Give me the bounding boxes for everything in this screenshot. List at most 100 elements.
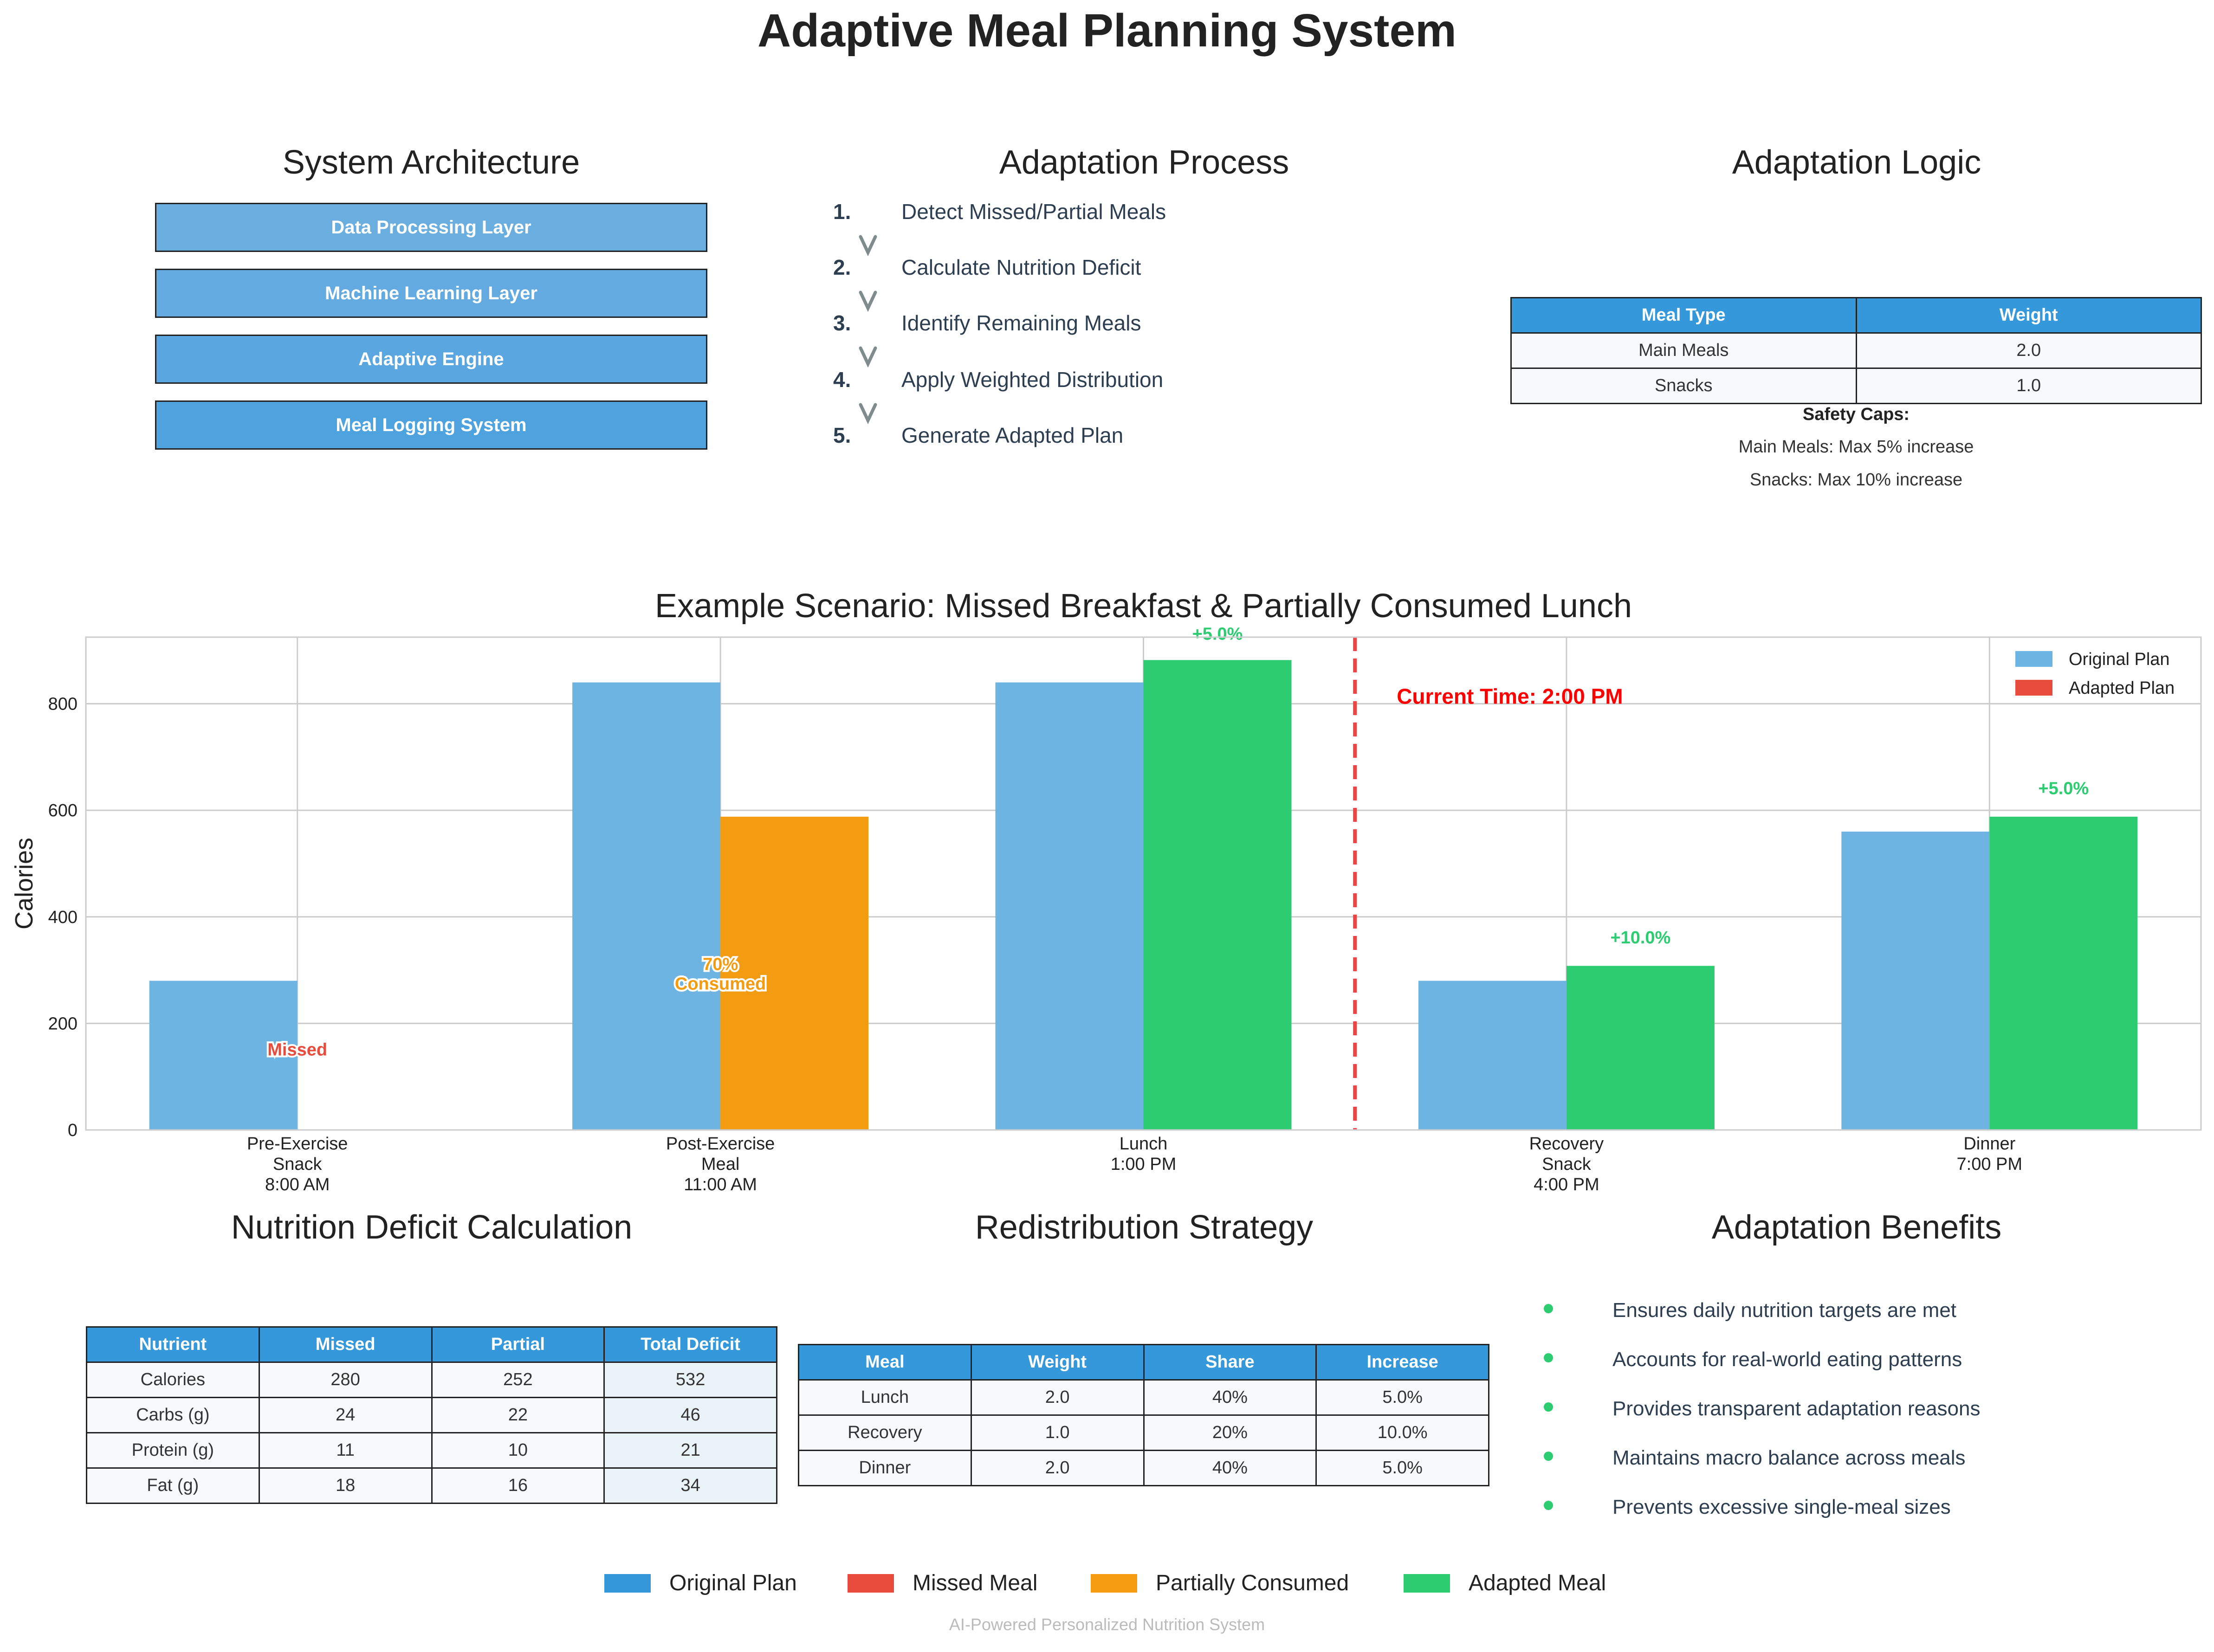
table-header: Meal: [798, 1344, 972, 1381]
table-cell: 22: [431, 1397, 605, 1433]
bar-annotation: 70%Consumed: [675, 955, 766, 994]
table-cell: 5.0%: [1315, 1450, 1489, 1486]
bar-adapted: [720, 816, 869, 1130]
arrow-down-icon: [859, 403, 877, 425]
legend-swatch-partial: [1091, 1574, 1137, 1593]
scenario-bar-chart: Current Time: 2:00 PM Missed 70%Consumed +5…: [10, 587, 2202, 1194]
list-item: Provides transparent adaptation reasons: [1612, 1397, 1981, 1420]
table-cell: 252: [431, 1362, 605, 1398]
chart-annotations: Current Time: 2:00 PM Missed 70%Consumed +5…: [265, 625, 2089, 1130]
bullet-icon: [1544, 1452, 1553, 1461]
chart-axes: Example Scenario: Missed Breakfast & Par…: [10, 587, 2202, 1194]
table-cell: 2.0: [1855, 332, 2202, 369]
arrow-down-icon: [859, 235, 877, 257]
table-cell: 24: [258, 1397, 433, 1433]
bar-original: [149, 981, 298, 1130]
bar-annotation: Missed: [267, 1040, 327, 1059]
bullet-icon: [1544, 1501, 1553, 1510]
bar-annotation: +5.0%: [2038, 779, 2089, 799]
bar-adapted: [1989, 816, 2138, 1130]
table-cell: Recovery: [798, 1414, 972, 1451]
legend-label: Adapted Plan: [2069, 678, 2175, 698]
table-cell: Carbs (g): [86, 1397, 260, 1433]
table-cell: Lunch: [798, 1379, 972, 1416]
y-tick-label: 400: [48, 908, 78, 927]
legend-swatch: [2015, 651, 2052, 667]
list-item: Ensures daily nutrition targets are met: [1612, 1299, 1957, 1322]
table-cell: Main Meals: [1510, 332, 1857, 369]
safety-cap-line: Main Meals: Max 5% increase: [1738, 437, 1974, 457]
deficit-title: Nutrition Deficit Calculation: [231, 1209, 633, 1246]
table-cell: 40%: [1143, 1379, 1317, 1416]
table-header: Weight: [1855, 297, 2202, 334]
table-row: Snacks 1.0: [1510, 368, 2202, 404]
arch-layer-label: Data Processing Layer: [331, 217, 531, 238]
step-number: 5.: [833, 423, 851, 447]
table-cell: 10: [431, 1432, 605, 1469]
y-tick-label: 0: [68, 1121, 78, 1140]
table-row: Protein (g) 11 10 21: [86, 1432, 777, 1469]
table-cell: 10.0%: [1315, 1414, 1489, 1451]
arch-layer-meal-logging: Meal Logging System: [155, 400, 707, 450]
table-header: Weight: [970, 1344, 1145, 1381]
table-cell: 20%: [1143, 1414, 1317, 1451]
table-row: Recovery 1.0 20% 10.0%: [798, 1414, 1489, 1451]
bullet-icon: [1544, 1304, 1553, 1313]
bar-original: [572, 682, 721, 1130]
legend-label: Partially Consumed: [1156, 1571, 1349, 1595]
table-cell: 34: [603, 1467, 777, 1504]
chart-title: Example Scenario: Missed Breakfast & Par…: [655, 587, 1632, 625]
deficit-table: Nutrient Missed Partial Total Deficit Ca…: [86, 1326, 777, 1504]
arrow-down-icon: [859, 346, 877, 368]
bullet-icon: [1544, 1402, 1553, 1412]
table-row: Fat (g) 18 16 34: [86, 1467, 777, 1504]
footer-text: AI-Powered Personalized Nutrition System: [949, 1615, 1265, 1634]
legend-label: Missed Meal: [913, 1571, 1038, 1595]
table-cell: 2.0: [970, 1450, 1145, 1486]
list-item: Accounts for real-world eating patterns: [1612, 1348, 1962, 1371]
arch-layer-label: Machine Learning Layer: [325, 283, 537, 303]
legend-swatch-original: [604, 1574, 651, 1593]
bar-original: [1418, 981, 1567, 1130]
table-cell: 21: [603, 1432, 777, 1469]
y-tick-label: 800: [48, 695, 78, 714]
table-cell: 5.0%: [1315, 1379, 1489, 1416]
table-header: Nutrient: [86, 1326, 260, 1363]
arch-layer-machine-learning: Machine Learning Layer: [155, 269, 707, 318]
table-cell: 532: [603, 1362, 777, 1398]
legend-label: Original Plan: [2069, 650, 2170, 669]
table-cell: Fat (g): [86, 1467, 260, 1504]
arch-layer-data-processing: Data Processing Layer: [155, 203, 707, 252]
step-text: Apply Weighted Distribution: [901, 368, 1164, 392]
table-header: Share: [1143, 1344, 1317, 1381]
process-title: Adaptation Process: [999, 144, 1289, 181]
arch-layer-label: Meal Logging System: [336, 414, 527, 435]
table-row: Main Meals 2.0: [1510, 332, 2202, 369]
y-tick-label: 600: [48, 801, 78, 820]
bar-original: [1841, 832, 1990, 1130]
table-cell: Dinner: [798, 1450, 972, 1486]
step-number: 3.: [833, 311, 851, 335]
table-cell: Protein (g): [86, 1432, 260, 1469]
list-item: Maintains macro balance across meals: [1612, 1446, 1966, 1469]
redistribution-table: Meal Weight Share Increase Lunch 2.0 40%…: [798, 1344, 1489, 1486]
legend-label: Adapted Meal: [1469, 1571, 1606, 1595]
architecture-title: System Architecture: [282, 144, 580, 181]
table-cell: 11: [258, 1432, 433, 1469]
bar-annotation: +10.0%: [1610, 928, 1670, 948]
step-number: 4.: [833, 368, 851, 392]
safety-cap-line: Snacks: Max 10% increase: [1749, 470, 1963, 490]
y-axis-label: Calories: [10, 838, 38, 929]
table-cell: 280: [258, 1362, 433, 1398]
table-cell: Calories: [86, 1362, 260, 1398]
table-cell: 1.0: [970, 1414, 1145, 1451]
current-time-label: Current Time: 2:00 PM: [1397, 684, 1623, 709]
step-number: 2.: [833, 255, 851, 279]
table-header: Increase: [1315, 1344, 1489, 1381]
